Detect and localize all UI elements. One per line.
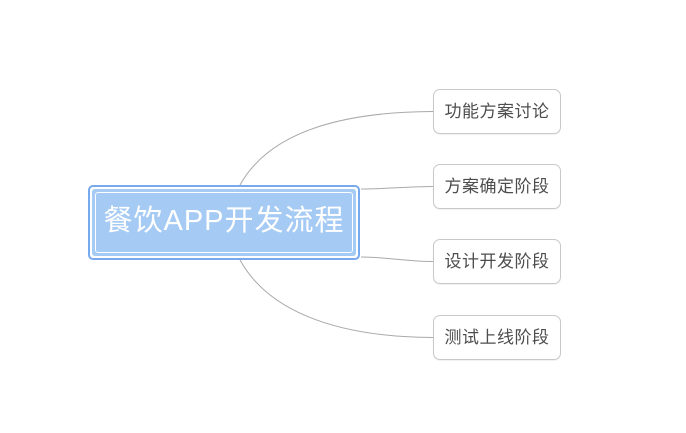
child-node-3-label: 设计开发阶段 bbox=[444, 252, 550, 271]
connector-root-to-child-1 bbox=[239, 111, 434, 186]
connector-root-to-child-4 bbox=[239, 259, 434, 338]
root-node-fill: 餐饮APP开发流程 bbox=[92, 189, 356, 256]
child-node-3[interactable]: 设计开发阶段 bbox=[433, 239, 561, 284]
root-node[interactable]: 餐饮APP开发流程 bbox=[88, 185, 360, 260]
connector-root-to-child-3 bbox=[360, 256, 434, 262]
child-node-2[interactable]: 方案确定阶段 bbox=[433, 164, 561, 209]
child-node-1[interactable]: 功能方案讨论 bbox=[433, 89, 561, 134]
child-node-1-label: 功能方案讨论 bbox=[444, 102, 550, 121]
connector-root-to-child-2 bbox=[360, 186, 434, 190]
child-node-4[interactable]: 测试上线阶段 bbox=[433, 315, 561, 360]
child-node-4-label: 测试上线阶段 bbox=[444, 328, 550, 347]
child-node-2-label: 方案确定阶段 bbox=[444, 177, 550, 196]
root-node-label: 餐饮APP开发流程 bbox=[103, 205, 345, 237]
